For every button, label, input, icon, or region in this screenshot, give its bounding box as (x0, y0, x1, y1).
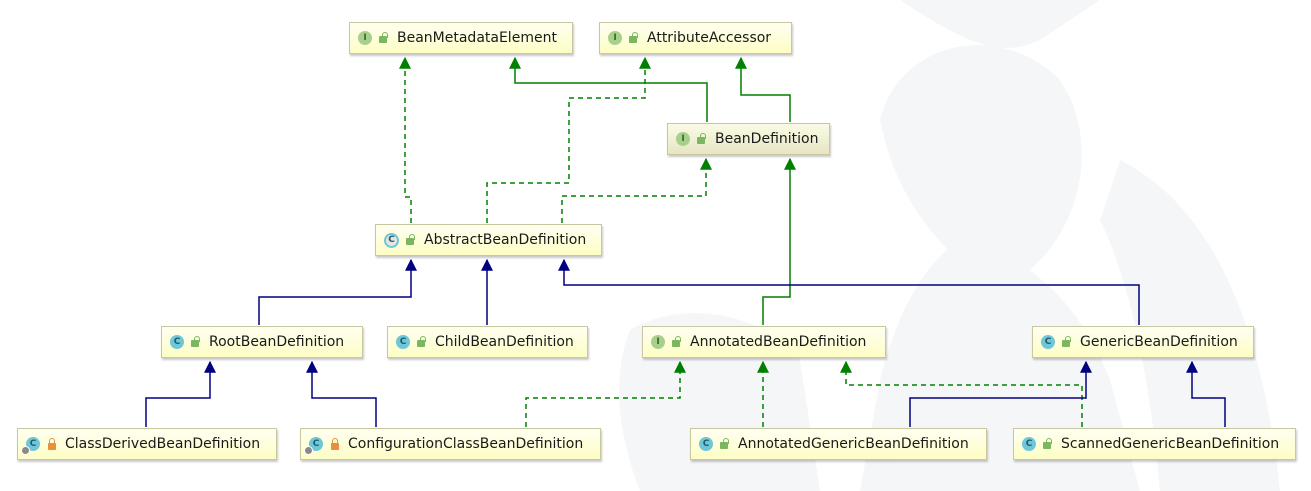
node-label: AnnotatedBeanDefinition (690, 334, 867, 350)
node-child-bean-definition[interactable]: C ChildBeanDefinition (387, 326, 588, 358)
public-lock-icon (1042, 438, 1054, 450)
node-scanned-generic-bean-definition[interactable]: C ScannedGenericBeanDefinition (1013, 428, 1296, 460)
edge-configurationclass-to-annotatedbeandefinition (525, 360, 686, 427)
node-label: AbstractBeanDefinition (424, 232, 587, 248)
public-lock-icon (405, 234, 417, 246)
node-bean-definition[interactable]: I BeanDefinition (667, 123, 830, 155)
edge-annotatedbeandefinition-to-beandefinition (762, 157, 796, 325)
edge-genericbeandefinition-to-abstractbeandefinition (558, 258, 1140, 325)
class-icon: C (1022, 437, 1036, 451)
node-attribute-accessor[interactable]: I AttributeAccessor (599, 22, 792, 54)
node-label: BeanMetadataElement (397, 30, 557, 46)
public-lock-icon (719, 438, 731, 450)
node-label: ChildBeanDefinition (435, 334, 574, 350)
node-abstract-bean-definition[interactable]: C AbstractBeanDefinition (375, 224, 602, 256)
node-label: AttributeAccessor (647, 30, 772, 46)
node-label: RootBeanDefinition (209, 334, 345, 350)
abstract-class-icon: C (384, 232, 399, 248)
class-icon: C (1041, 335, 1055, 349)
node-annotated-generic-bean-definition[interactable]: C AnnotatedGenericBeanDefinition (690, 428, 987, 460)
edge-abstractbeandefinition-to-attributeaccessor (486, 56, 651, 223)
node-label: ConfigurationClassBeanDefinition (348, 436, 584, 452)
edge-configurationclass-to-rootbeandefinition (306, 360, 377, 427)
edge-beandefinition-to-attributeaccessor (735, 56, 791, 122)
class-icon: C (699, 437, 713, 451)
interface-icon: I (676, 132, 690, 146)
edge-abstractbeandefinition-to-beanmetadataelement (399, 56, 412, 223)
inner-class-icon: C (304, 437, 323, 455)
public-lock-icon (416, 336, 428, 348)
public-lock-icon (190, 336, 202, 348)
node-generic-bean-definition[interactable]: C GenericBeanDefinition (1032, 326, 1254, 358)
node-class-derived-bean-definition[interactable]: C ClassDerivedBeanDefinition (17, 428, 277, 460)
node-label: ClassDerivedBeanDefinition (65, 436, 261, 452)
node-annotated-bean-definition[interactable]: I AnnotatedBeanDefinition (642, 326, 886, 358)
edge-classderived-to-rootbeandefinition (145, 360, 216, 427)
node-bean-metadata-element[interactable]: I BeanMetadataElement (349, 22, 573, 54)
public-lock-icon (628, 32, 640, 44)
edge-annotatedgeneric-to-genericbeandefinition (909, 360, 1092, 427)
edge-scannedgeneric-to-genericbeandefinition (1186, 360, 1226, 427)
node-label: AnnotatedGenericBeanDefinition (738, 436, 969, 452)
edge-abstractbeandefinition-to-beandefinition (561, 157, 712, 223)
node-root-bean-definition[interactable]: C RootBeanDefinition (161, 326, 363, 358)
class-icon: C (396, 335, 410, 349)
public-lock-icon (378, 32, 390, 44)
public-lock-icon (671, 336, 683, 348)
package-private-lock-icon (329, 438, 341, 450)
node-configuration-class-bean-definition[interactable]: C ConfigurationClassBeanDefinition (300, 428, 601, 460)
node-label: BeanDefinition (715, 131, 819, 147)
node-label: ScannedGenericBeanDefinition (1061, 436, 1280, 452)
interface-icon: I (651, 335, 665, 349)
edge-scannedgeneric-to-annotatedbeandefinition (840, 360, 1083, 427)
package-private-lock-icon (46, 438, 58, 450)
node-label: GenericBeanDefinition (1080, 334, 1238, 350)
edge-beandefinition-to-beanmetadataelement (509, 56, 708, 122)
public-lock-icon (1061, 336, 1073, 348)
interface-icon: I (608, 31, 622, 45)
edge-rootbeandefinition-to-abstractbeandefinition (258, 258, 417, 325)
public-lock-icon (696, 133, 708, 145)
interface-icon: I (358, 31, 372, 45)
class-icon: C (170, 335, 184, 349)
inner-class-icon: C (21, 437, 40, 455)
